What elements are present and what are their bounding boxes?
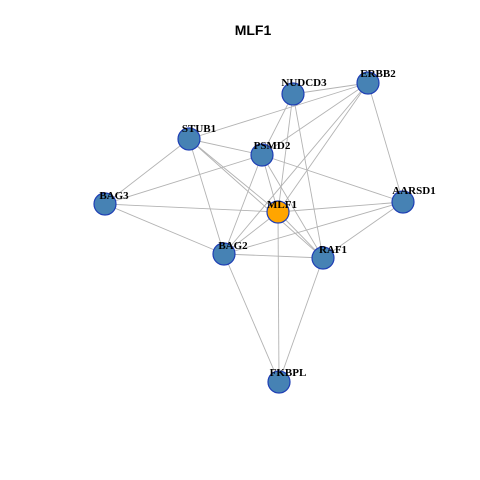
node-stub1: STUB1 (177, 123, 216, 151)
edge-mlf1-fkbpl (277, 211, 280, 383)
edge-erbb2-stub1 (188, 82, 369, 140)
edge-psmd2-bag2 (223, 154, 263, 255)
edge-erbb2-psmd2 (261, 82, 369, 156)
node-bag3: BAG3 (93, 190, 129, 216)
node-label-stub1: STUB1 (182, 123, 216, 135)
edge-bag3-bag2 (104, 203, 225, 255)
node-label-mlf1: MLF1 (267, 199, 297, 211)
edge-raf1-fkbpl (278, 257, 324, 383)
node-circle-raf1 (311, 246, 335, 270)
node-erbb2: ERBB2 (356, 68, 396, 95)
edge-bag2-raf1 (223, 253, 324, 259)
edge-psmd2-aarsd1 (261, 154, 404, 203)
node-label-psmd2: PSMD2 (254, 140, 291, 152)
node-label-bag2: BAG2 (218, 240, 248, 252)
node-circle-nudcd3 (281, 82, 305, 106)
node-circle-aarsd1 (391, 190, 415, 214)
edge-mlf1-erbb2 (277, 82, 369, 213)
edge-psmd2-bag3 (104, 154, 263, 205)
edge-stub1-bag2 (188, 138, 225, 255)
node-mlf1: MLF1 (266, 199, 297, 224)
node-label-fkbpl: FKBPL (270, 367, 307, 379)
node-fkbpl: FKBPL (267, 367, 307, 394)
edge-stub1-psmd2 (188, 138, 263, 156)
node-circle-erbb2 (356, 71, 380, 95)
edge-aarsd1-bag2 (223, 201, 404, 255)
node-circle-bag2 (212, 242, 236, 266)
edge-nudcd3-raf1 (292, 93, 324, 259)
chart-title: MLF1 (235, 22, 272, 38)
node-aarsd1: AARSD1 (391, 185, 436, 214)
edge-mlf1-aarsd1 (277, 201, 404, 213)
edge-mlf1-nudcd3 (277, 93, 294, 213)
node-circle-psmd2 (250, 143, 274, 167)
node-nudcd3: NUDCD3 (281, 77, 327, 106)
node-circle-stub1 (177, 127, 201, 151)
edge-erbb2-nudcd3 (292, 82, 369, 95)
node-label-bag3: BAG3 (99, 190, 129, 202)
node-circle-bag3 (93, 192, 117, 216)
node-psmd2: PSMD2 (250, 140, 291, 167)
edge-mlf1-stub1 (188, 138, 279, 213)
edge-psmd2-raf1 (261, 154, 324, 259)
edge-bag2-fkbpl (223, 253, 280, 383)
edge-aarsd1-raf1 (322, 201, 404, 259)
edge-erbb2-aarsd1 (367, 82, 404, 203)
edge-erbb2-bag2 (223, 82, 369, 255)
node-bag2: BAG2 (212, 240, 248, 266)
node-raf1: RAF1 (311, 244, 347, 270)
edge-stub1-bag3 (104, 138, 190, 205)
edge-mlf1-bag3 (104, 203, 279, 213)
node-label-erbb2: ERBB2 (360, 68, 396, 80)
node-circle-fkbpl (267, 370, 291, 394)
node-circle-mlf1 (266, 200, 290, 224)
edge-stub1-raf1 (188, 138, 324, 259)
node-label-raf1: RAF1 (319, 244, 347, 256)
node-label-nudcd3: NUDCD3 (281, 77, 327, 89)
node-label-aarsd1: AARSD1 (392, 185, 435, 197)
edges-layer (104, 82, 404, 383)
